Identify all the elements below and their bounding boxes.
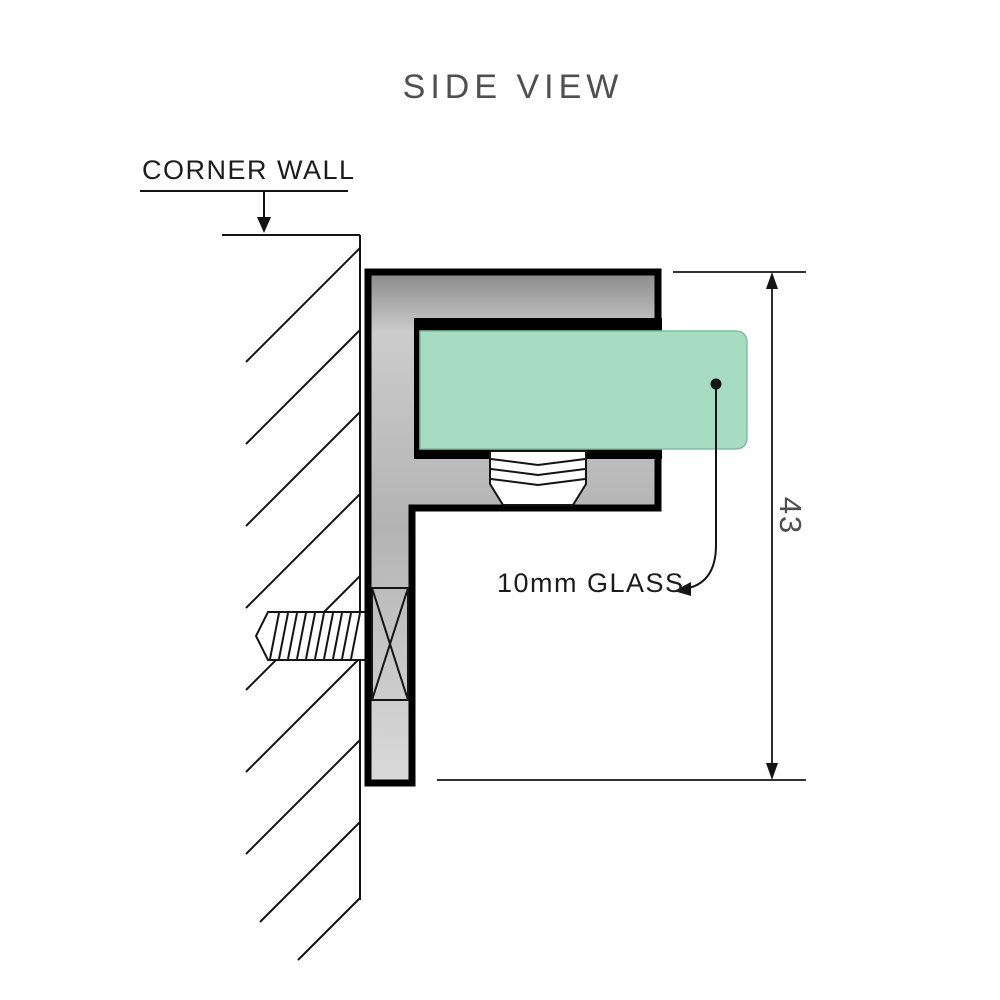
- dimension-value-label: 43: [773, 497, 808, 535]
- glass-label: 10mm GLASS: [497, 568, 685, 598]
- glass-leader-dot: [710, 378, 722, 390]
- page-title: SIDE VIEW: [403, 68, 624, 106]
- clamp-seal-body: [489, 450, 587, 506]
- corner-wall-arrowhead-icon: [257, 217, 271, 233]
- dimension-arrowhead-top-icon: [766, 272, 778, 289]
- clamp-seal-thread-lines: [490, 458, 586, 487]
- dimension-arrowhead-bottom-icon: [766, 763, 778, 780]
- glass-panel: [419, 330, 748, 450]
- screw-head-cross-lines: [371, 587, 409, 701]
- glass-leader-arrowhead-icon: [674, 582, 691, 596]
- corner-wall-label: CORNER WALL: [142, 155, 356, 185]
- wall-hatch-lines: [245, 247, 361, 961]
- screw-head-pocket: [371, 587, 409, 701]
- screw-thread-lines: [269, 612, 361, 660]
